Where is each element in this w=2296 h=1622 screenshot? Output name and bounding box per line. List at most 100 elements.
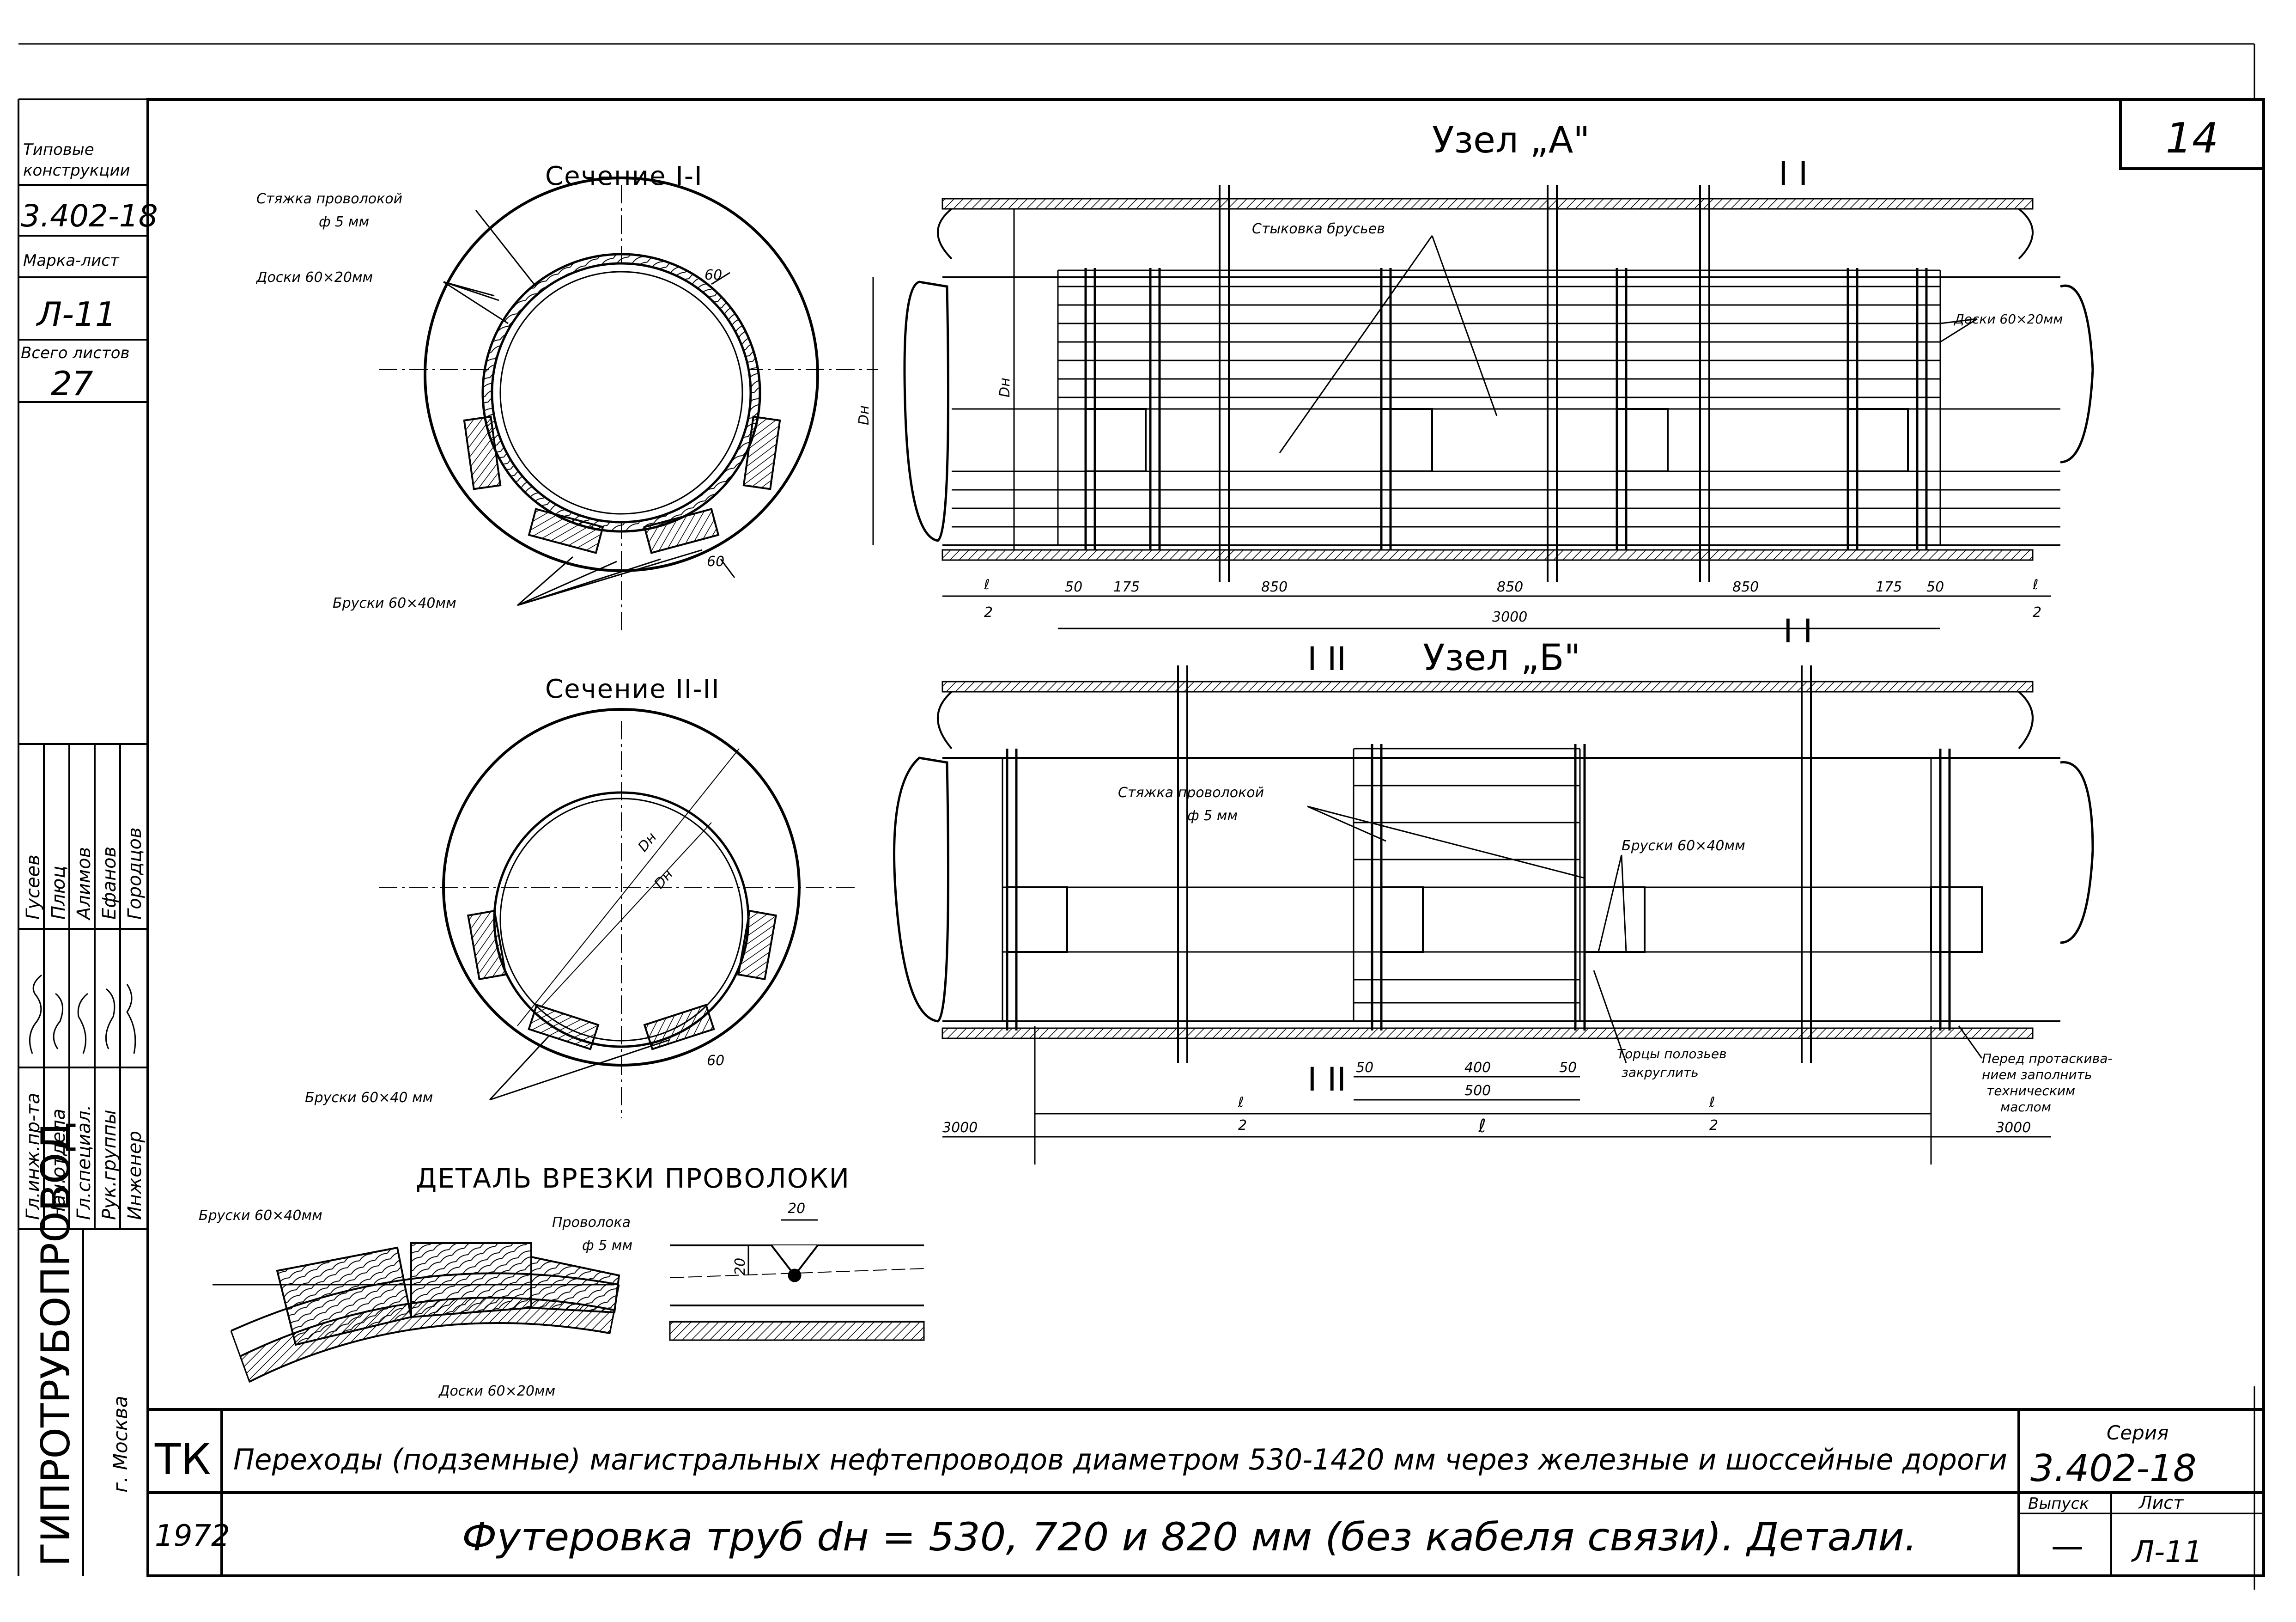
node-b-callout-oil-2: нием заполнить [1982, 1067, 2092, 1082]
node-b-callout-ends-2: закруглить [1622, 1065, 1699, 1080]
node-b-drawing [893, 665, 2094, 1165]
name-4: Ефанов [99, 847, 120, 920]
name-1: Гусеев [23, 854, 44, 920]
role-2: Нач.отдела [48, 1109, 69, 1220]
name-5: Городцов [124, 827, 146, 920]
node-b-dim-500: 500 [1464, 1083, 1491, 1099]
section-1-callout-wire-size: ф 5 мм [319, 214, 369, 230]
sheet-label: Лист [2138, 1493, 2184, 1513]
name-2: Плюц [48, 866, 69, 920]
signature-names: Гусеев Плюц Алимов Ефанов Городцов [23, 827, 146, 921]
sheet-number: 14 [2166, 114, 2219, 163]
detail-callout-wire: Проволока [552, 1214, 631, 1231]
issue-label: Выпуск [2028, 1494, 2089, 1513]
node-a-dim-l-left: ℓ [984, 577, 990, 593]
detail-callout-boards: Доски 60×20мм [438, 1383, 555, 1399]
node-b-dim-l: ℓ [1478, 1116, 1486, 1137]
sheet-title: Футеровка труб dн = 530, 720 и 820 мм (б… [462, 1514, 1917, 1560]
node-b-dim-l-half-2: ℓ [1709, 1094, 1715, 1110]
detail-title: ДЕТАЛЬ ВРЕЗКИ ПРОВОЛОКИ [416, 1163, 850, 1194]
organization-name: ГИПРОТРУБОПРОВОД [33, 1122, 79, 1567]
node-a-dim-dn-left: Dн [856, 405, 872, 425]
node-b-dim-50-left: 50 [1356, 1060, 1373, 1076]
title-year: 1972 [155, 1519, 230, 1553]
title-code: ТК [154, 1435, 211, 1484]
section-1-title: Сечение I-I [545, 161, 703, 191]
stamp-mark: Л-11 [36, 295, 116, 334]
project-title: Переходы (подземные) магистральных нефте… [233, 1443, 2007, 1476]
node-a-dim-l-right-den: 2 [2033, 604, 2041, 621]
role-5: Инженер [124, 1131, 146, 1220]
node-a-drawing [872, 185, 2094, 629]
role-1: Гл.инж.пр-та [23, 1093, 44, 1220]
node-a-section-mark: I I [1779, 155, 1808, 193]
node-b-dim-l-half-2-den: 2 [1709, 1117, 1718, 1134]
detail-callout-bars: Бруски 60×40мм [199, 1207, 322, 1224]
node-b-dim-l-half: ℓ [1238, 1094, 1244, 1110]
section-1-drawing [379, 177, 878, 633]
handwritten-signatures [29, 974, 136, 1054]
sheet-value: Л-11 [2131, 1535, 2203, 1569]
sheet-number-box: 14 [2119, 98, 2265, 170]
node-b-dim-400: 400 [1464, 1060, 1491, 1076]
name-3: Алимов [73, 847, 95, 921]
node-b-callout-wire-size: ф 5 мм [1187, 808, 1238, 824]
section-2-dim-dn-outer: Dн [635, 829, 660, 855]
role-4: Рук.группы [99, 1110, 120, 1220]
section-2-title: Сечение II-II [545, 674, 720, 704]
node-a-dim-175-right: 175 [1876, 579, 1902, 595]
section-1-callout-bars: Бруски 60×40мм [333, 595, 456, 611]
detail-dim-20-side: 20 [732, 1258, 748, 1275]
section-2-dim-dn-inner: Dн [651, 866, 676, 892]
node-b-section-mark-top-left: I II [1307, 640, 1346, 678]
node-a-dim-l-right: ℓ [2032, 577, 2038, 593]
node-a-callout-joint: Стыковка брусьев [1252, 221, 1385, 237]
node-a-dim-total: 3000 [1492, 609, 1527, 625]
node-a-title: Узел „А" [1432, 120, 1590, 161]
section-2-drawing [379, 708, 859, 1118]
node-a-dim-175-left: 175 [1113, 579, 1140, 595]
node-a-callout-boards: Доски 60×20мм [1953, 311, 2063, 327]
stamp-mark-label: Марка-лист [23, 251, 120, 270]
node-b-title: Узел „Б" [1423, 637, 1580, 679]
detail-callout-wire-size: ф 5 мм [582, 1238, 632, 1254]
node-a-dim-50-right: 50 [1926, 579, 1944, 595]
stamp-type-label-2: конструкции [23, 161, 130, 180]
organization-city: г. Москва [109, 1396, 132, 1493]
series-label: Серия [2107, 1421, 2168, 1444]
title-block [146, 1408, 2265, 1577]
section-1-callout-wire: Стяжка проволокой [256, 191, 402, 207]
node-a-dim-850-2: 850 [1497, 579, 1523, 595]
left-stamp [18, 184, 148, 1576]
node-b-section-mark-top-right: I I [1783, 612, 1813, 650]
stamp-series: 3.402-18 [21, 198, 158, 234]
node-a-dim-850-3: 850 [1732, 579, 1759, 595]
issue-value: — [2051, 1527, 2083, 1565]
node-b-dim-3000-left: 3000 [942, 1120, 978, 1136]
stamp-total: 27 [51, 364, 93, 403]
section-1-dim-60-top: 60 [705, 267, 722, 283]
node-a-dim-50-left: 50 [1065, 579, 1082, 595]
signature-roles: Гл.инж.пр-та Нач.отдела Гл.специал. Рук.… [23, 1093, 146, 1220]
section-2-dim-60: 60 [707, 1053, 724, 1069]
detail-drawing [213, 1219, 925, 1383]
node-b-section-mark-bottom: I II [1307, 1061, 1346, 1098]
series-value: 3.402-18 [2030, 1447, 2197, 1490]
node-a-dim-l-left-den: 2 [984, 604, 993, 621]
node-b-dim-50-right: 50 [1559, 1060, 1577, 1076]
node-b-dim-3000-right: 3000 [1996, 1120, 2031, 1136]
node-a-dims: 50 175 850 850 850 175 50 [1065, 579, 1944, 595]
node-a-dim-850-1: 850 [1261, 579, 1288, 595]
node-b-callout-oil-3: техническим [1986, 1083, 2075, 1098]
node-b-callout-ends: Торцы полозьев [1617, 1046, 1727, 1061]
detail-dim-20-top: 20 [788, 1201, 805, 1217]
node-b-callout-oil: Перед протаскива- [1982, 1051, 2113, 1066]
stamp-total-label: Всего листов [21, 344, 130, 362]
node-a-dim-dn-inner: Dн [997, 378, 1013, 397]
node-b-callout-wire: Стяжка проволокой [1118, 785, 1264, 801]
stamp-type-label-1: Типовые [23, 140, 94, 159]
node-b-callout-oil-4: маслом [2000, 1099, 2051, 1115]
node-b-callout-bars: Бруски 60×40мм [1622, 838, 1745, 854]
role-3: Гл.специал. [73, 1105, 95, 1220]
